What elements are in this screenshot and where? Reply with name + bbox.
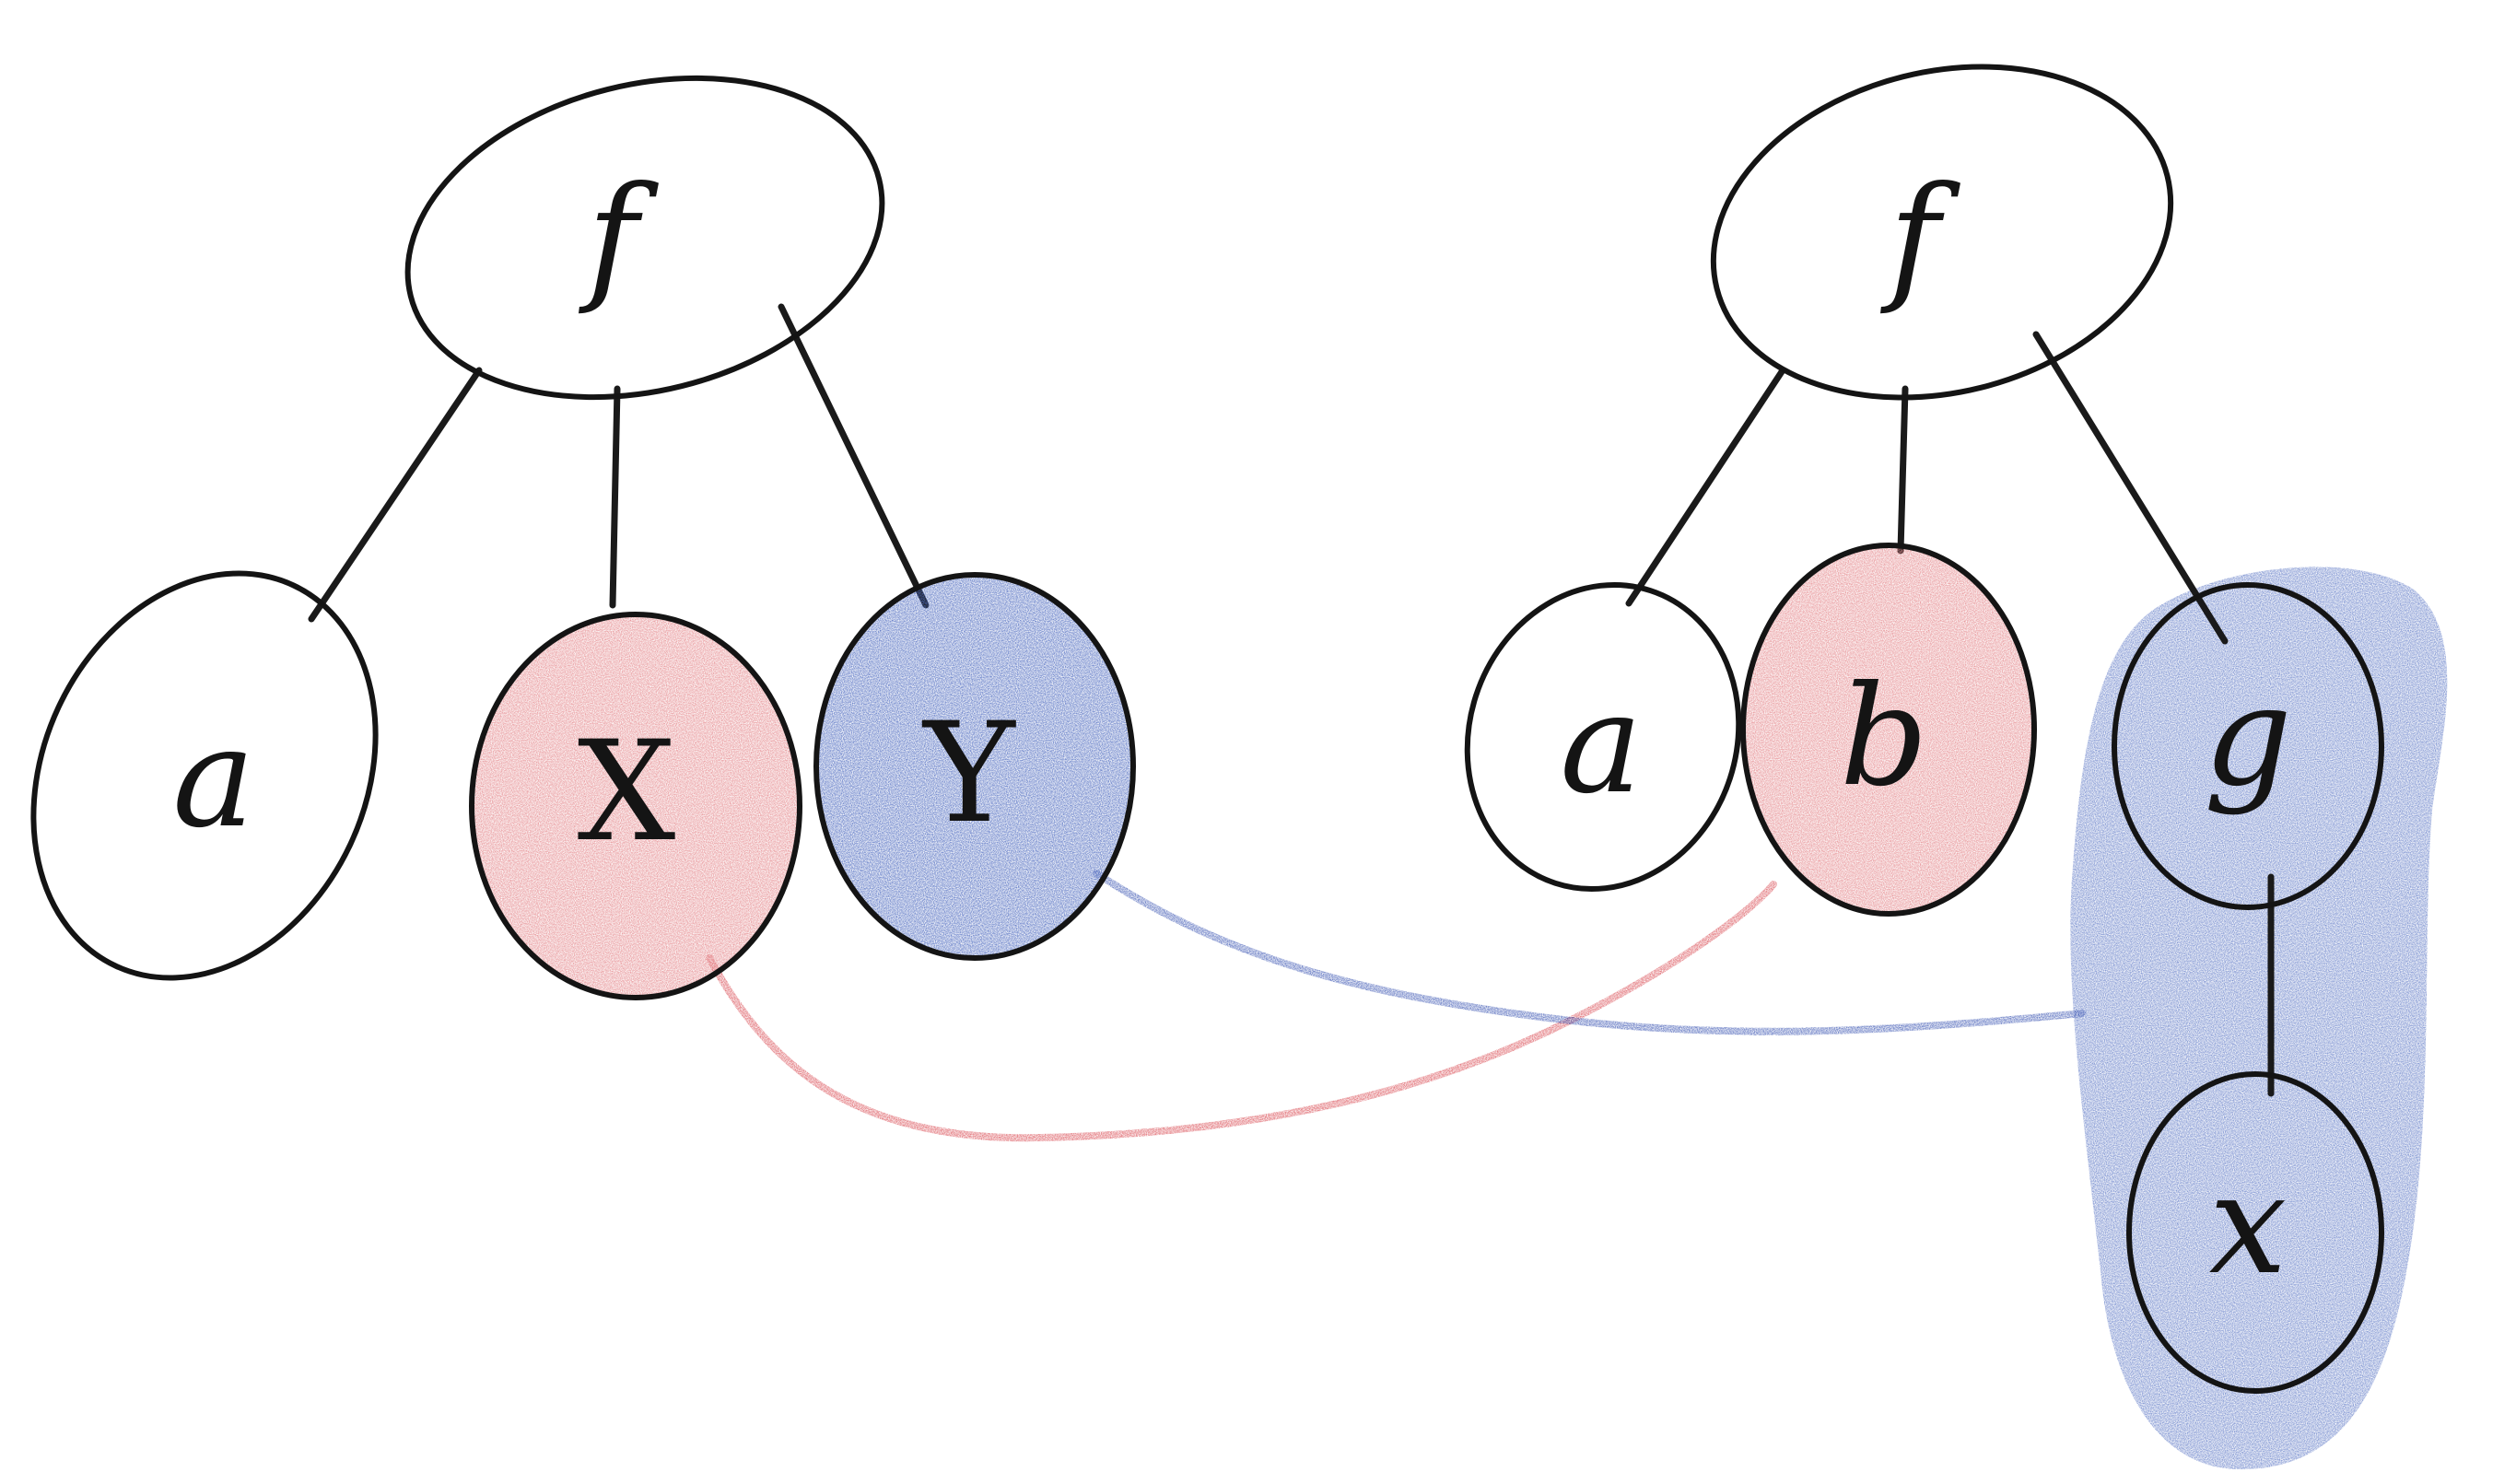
left-node-x-label: X — [578, 712, 676, 872]
left-node-x-fill — [472, 614, 800, 998]
right-node-b-fill — [1743, 545, 2034, 914]
edge-left-f-to-a — [308, 367, 483, 623]
left-node-a-ellipse — [30, 570, 379, 981]
left-root-node: f — [404, 75, 885, 401]
right-node-a-label: a — [1560, 664, 1642, 824]
left-node-y-ellipse — [813, 572, 1136, 961]
left-node-y-fill — [816, 575, 1133, 958]
right-root-node: f — [1710, 64, 2174, 401]
right-node-x: x — [2126, 1071, 2384, 1394]
left-root-label: f — [578, 158, 659, 318]
left-node-x-ellipse — [469, 612, 802, 1000]
edge-right-f-to-b — [1897, 385, 1909, 555]
right-root-label: f — [1879, 158, 1960, 318]
right-node-b: b — [1740, 543, 2037, 917]
edge-right-f-to-g — [2032, 331, 2229, 645]
right-node-a: a — [1464, 581, 1742, 893]
right-node-g-ellipse — [2112, 582, 2384, 910]
left-node-a-label: a — [172, 698, 254, 859]
left-node-y-label: Y — [921, 694, 1016, 854]
left-root-ellipse — [404, 75, 885, 401]
edge-left-f-to-y — [778, 303, 930, 609]
edge-left-f-to-x — [609, 385, 621, 609]
blue-link-curve — [1093, 870, 2086, 1035]
left-node-y: Y — [813, 572, 1136, 961]
red-link-curve — [706, 881, 1777, 1142]
right-node-g: g — [2112, 582, 2384, 910]
blue-subtree-region — [2070, 567, 2448, 1470]
left-node-a: a — [30, 570, 379, 981]
right-node-b-label: b — [1840, 657, 1928, 817]
right-node-x-label: x — [2209, 1145, 2288, 1305]
right-root-ellipse — [1710, 64, 2174, 401]
right-node-b-ellipse — [1740, 543, 2037, 917]
right-node-a-ellipse — [1464, 581, 1742, 893]
left-node-x: X — [469, 612, 802, 1000]
edge-right-f-to-a — [1625, 367, 1786, 607]
right-node-g-label: g — [2204, 657, 2292, 817]
right-node-x-ellipse — [2126, 1071, 2384, 1394]
